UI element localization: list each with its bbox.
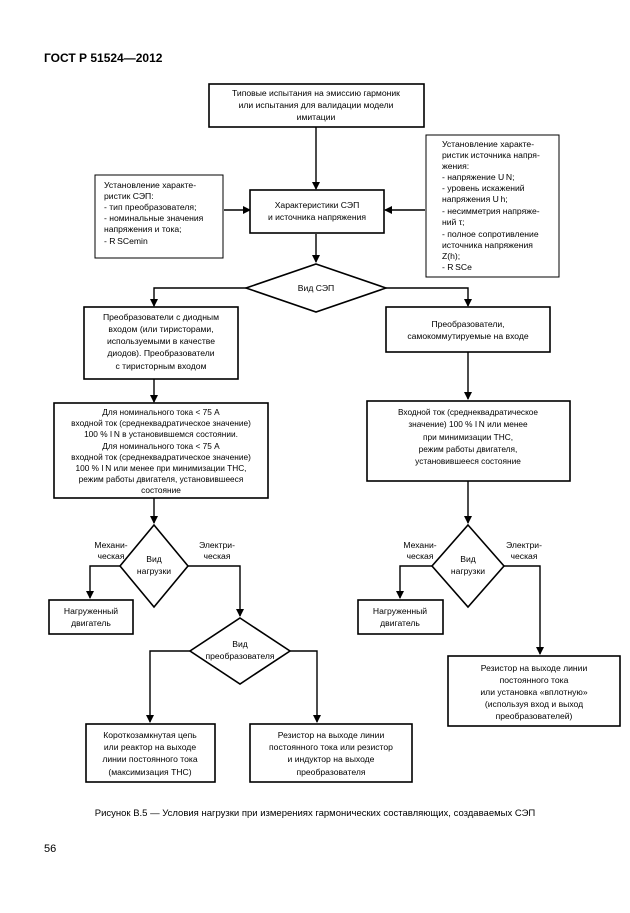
left-current-line-5: входной ток (среднеквадратическое значен… bbox=[71, 452, 251, 462]
characteristics-line-2: и источника напряжения bbox=[268, 212, 366, 222]
left-current-line-1: Для номинального тока < 75 А bbox=[102, 407, 220, 417]
diode-line-3: используемыми в качестве bbox=[107, 336, 215, 346]
diode-line-5: с тиристорным входом bbox=[116, 361, 207, 371]
left-current-line-8: состояние bbox=[141, 485, 181, 495]
right-load-line-1: Вид bbox=[460, 554, 476, 564]
right-motor-line-1: Нагруженный bbox=[373, 606, 427, 616]
converter-decision: Вид преобразователя bbox=[188, 617, 292, 685]
source-note-line-10: источника напряжения bbox=[442, 240, 533, 250]
characteristics-box: Характеристики СЭП и источника напряжени… bbox=[249, 189, 385, 234]
connectors bbox=[86, 127, 544, 723]
left-current-line-4: Для номинального тока < 75 А bbox=[102, 441, 220, 451]
right-elec-label-1: Электри- bbox=[506, 540, 542, 550]
left-current-line-2: входной ток (среднеквадратическое значен… bbox=[71, 418, 251, 428]
right-current-line-1: Входной ток (среднеквадратическое bbox=[398, 407, 538, 417]
right-resistor-line-1: Резистор на выходе линии bbox=[481, 663, 588, 673]
left-mech-label-1: Механи- bbox=[94, 540, 127, 550]
start-box-line-3: имитации bbox=[297, 112, 336, 122]
source-note-line-4: - напряжение U N; bbox=[442, 172, 515, 182]
diode-line-2: входом (или тиристорами, bbox=[108, 324, 213, 334]
diode-converters-box: Преобразователи с диодным входом (или ти… bbox=[83, 306, 239, 380]
left-current-line-3: 100 % I N в установившемся состоянии. bbox=[84, 429, 238, 439]
source-note-line-9: - полное сопротивление bbox=[442, 229, 539, 239]
left-motor-line-1: Нагруженный bbox=[64, 606, 118, 616]
source-note-line-8: ний τ; bbox=[442, 217, 465, 227]
figure-caption: Рисунок В.5 — Условия нагрузки при измер… bbox=[94, 808, 536, 819]
source-note-line-12: - R SCe bbox=[442, 262, 472, 272]
sep-characteristics-note: Установление характе- ристик СЭП: - тип … bbox=[94, 174, 224, 259]
left-load-line-2: нагрузки bbox=[137, 566, 171, 576]
right-resistor-line-3: или установка «вплотную» bbox=[480, 687, 587, 697]
source-note-line-7: - несимметрия напряже- bbox=[442, 206, 540, 216]
document-header: ГОСТ Р 51524—2012 bbox=[44, 51, 163, 65]
self-commutated-line-1: Преобразователи, bbox=[431, 319, 504, 329]
converter-line-1: Вид bbox=[232, 639, 248, 649]
right-resistor-line-2: постоянного тока bbox=[500, 675, 569, 685]
left-current-box: Для номинального тока < 75 А входной ток… bbox=[53, 402, 269, 499]
right-load-line-2: нагрузки bbox=[451, 566, 485, 576]
right-resistor-line-5: преобразователей) bbox=[496, 711, 573, 721]
short-circuit-box: Короткозамкнутая цепь или реактор на вых… bbox=[85, 723, 216, 783]
resistor-inductor-line-4: преобразователя bbox=[296, 767, 365, 777]
left-load-line-1: Вид bbox=[146, 554, 162, 564]
page-number: 56 bbox=[44, 843, 57, 855]
characteristics-line-1: Характеристики СЭП bbox=[275, 200, 360, 210]
source-note-line-2: ристик источника напря- bbox=[442, 150, 540, 160]
short-circuit-line-3: линии постоянного тока bbox=[102, 754, 198, 764]
source-note-line-6: напряжения U h; bbox=[442, 194, 508, 204]
short-circuit-line-4: (максимизация THC) bbox=[108, 767, 191, 777]
right-current-line-5: установившееся состояние bbox=[415, 456, 521, 466]
right-mech-label-1: Механи- bbox=[403, 540, 436, 550]
converter-line-2: преобразователя bbox=[205, 651, 274, 661]
left-mech-label-2: ческая bbox=[98, 551, 125, 561]
self-commutated-line-2: самокоммутируемые на входе bbox=[407, 331, 529, 341]
short-circuit-line-1: Короткозамкнутая цепь bbox=[103, 730, 197, 740]
right-mech-label-2: ческая bbox=[407, 551, 434, 561]
start-box-line-1: Типовые испытания на эмиссию гармоник bbox=[232, 88, 400, 98]
resistor-inductor-line-1: Резистор на выходе линии bbox=[278, 730, 385, 740]
sep-note-line-4: - номинальные значения bbox=[104, 213, 204, 223]
right-current-line-3: при минимизации THC, bbox=[423, 432, 513, 442]
resistor-inductor-box: Резистор на выходе линии постоянного ток… bbox=[249, 723, 413, 783]
start-box: Типовые испытания на эмиссию гармоник ил… bbox=[208, 83, 425, 128]
right-loaded-motor-box: Нагруженный двигатель bbox=[357, 599, 444, 635]
resistor-inductor-line-2: постоянного тока или резистор bbox=[269, 742, 393, 752]
self-commutated-box: Преобразователи, самокоммутируемые на вх… bbox=[385, 306, 551, 353]
source-note-line-11: Z(h); bbox=[442, 251, 460, 261]
right-current-line-4: режим работы двигателя, bbox=[419, 444, 518, 454]
sep-note-line-5: напряжения и тока; bbox=[104, 224, 182, 234]
left-loaded-motor-box: Нагруженный двигатель bbox=[48, 599, 134, 635]
right-resistor-box: Резистор на выходе линии постоянного ток… bbox=[447, 655, 621, 727]
source-note-line-5: - уровень искажений bbox=[442, 183, 525, 193]
sep-note-line-1: Установление характе- bbox=[104, 180, 196, 190]
right-motor-line-2: двигатель bbox=[380, 618, 420, 628]
left-motor-line-2: двигатель bbox=[71, 618, 111, 628]
left-current-line-7: режим работы двигателя, установившееся bbox=[79, 474, 244, 484]
right-resistor-line-4: (используя вход и выход bbox=[485, 699, 583, 709]
sep-note-line-6: - R SCemin bbox=[104, 236, 148, 246]
source-note-line-3: жения: bbox=[442, 161, 469, 171]
source-characteristics-note: Установление характе- ристик источника н… bbox=[425, 134, 560, 278]
diode-line-1: Преобразователи с диодным bbox=[103, 312, 219, 322]
left-elec-label-1: Электри- bbox=[199, 540, 235, 550]
left-current-line-6: 100 % I N или менее при минимизации THC, bbox=[76, 463, 247, 473]
start-box-line-2: или испытания для валидации модели bbox=[239, 100, 394, 110]
right-load-decision: Вид нагрузки bbox=[430, 523, 506, 609]
right-current-box: Входной ток (среднеквадратическое значен… bbox=[366, 400, 571, 482]
resistor-inductor-line-3: и индуктор на выходе bbox=[288, 754, 375, 764]
diode-line-4: диодов). Преобразователи bbox=[107, 348, 214, 358]
sep-type-label: Вид СЭП bbox=[298, 283, 334, 293]
right-current-line-2: значение) 100 % I N или менее bbox=[408, 419, 528, 429]
sep-note-line-2: ристик СЭП: bbox=[104, 191, 154, 201]
left-load-decision: Вид нагрузки bbox=[118, 523, 190, 609]
left-elec-label-2: ческая bbox=[204, 551, 231, 561]
short-circuit-line-2: или реактор на выходе bbox=[104, 742, 196, 752]
sep-type-decision: Вид СЭП bbox=[243, 263, 389, 313]
right-elec-label-2: ческая bbox=[511, 551, 538, 561]
sep-note-line-3: - тип преобразователя; bbox=[104, 202, 196, 212]
source-note-line-1: Установление характе- bbox=[442, 139, 534, 149]
